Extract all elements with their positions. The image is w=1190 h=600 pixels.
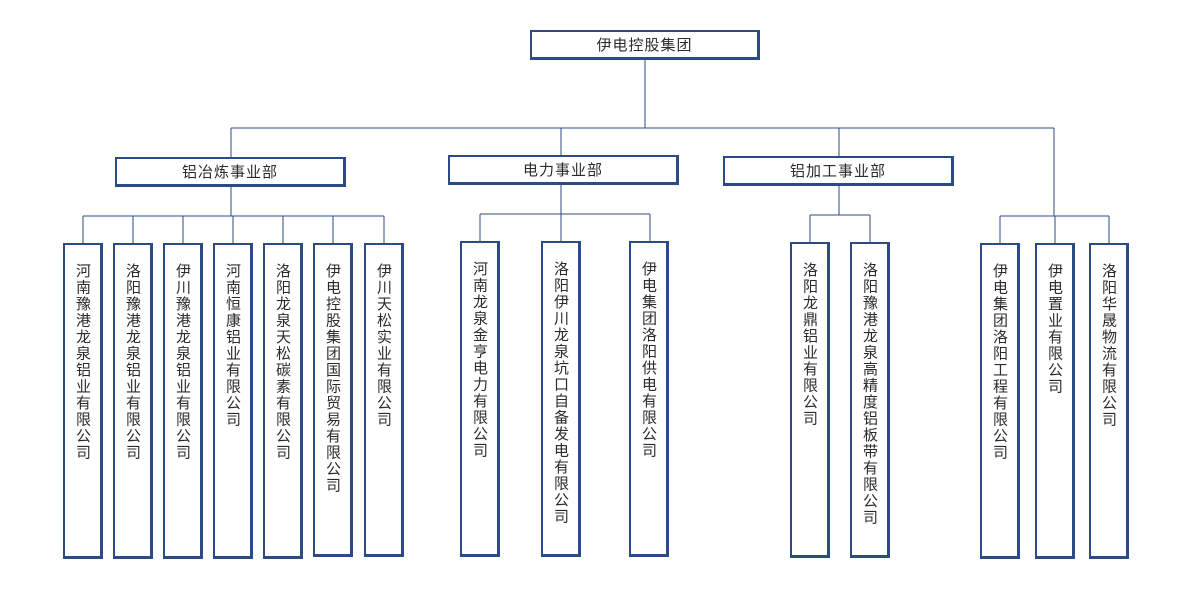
- company-label: 洛阳豫港龙泉高精度铝板带有限公司: [861, 262, 879, 526]
- company-node: 洛阳伊川龙泉坑口自备发电有限公司: [541, 241, 581, 557]
- company-node: 河南恒康铝业有限公司: [213, 243, 253, 559]
- company-label: 河南龙泉金亨电力有限公司: [471, 261, 489, 459]
- company-node: 伊川豫港龙泉铝业有限公司: [163, 243, 203, 559]
- company-node: 洛阳龙鼎铝业有限公司: [790, 242, 830, 558]
- company-label: 洛阳伊川龙泉坑口自备发电有限公司: [552, 261, 570, 525]
- company-node: 伊电集团洛阳工程有限公司: [980, 243, 1020, 559]
- company-label: 伊电集团洛阳工程有限公司: [991, 263, 1009, 461]
- company-label: 洛阳龙泉天松碳素有限公司: [274, 263, 292, 461]
- company-node: 洛阳豫港龙泉高精度铝板带有限公司: [850, 242, 890, 558]
- company-label: 洛阳豫港龙泉铝业有限公司: [124, 263, 142, 461]
- company-node: 河南豫港龙泉铝业有限公司: [63, 243, 103, 559]
- division-label: 铝加工事业部: [789, 162, 886, 180]
- company-label: 伊川豫港龙泉铝业有限公司: [174, 263, 192, 461]
- company-node: 伊电置业有限公司: [1035, 243, 1075, 559]
- division-label: 电力事业部: [522, 161, 603, 179]
- division-node-processing: 铝加工事业部: [723, 156, 954, 186]
- company-label: 伊川天松实业有限公司: [375, 263, 393, 428]
- company-label: 伊电集团洛阳供电有限公司: [640, 261, 658, 459]
- company-node: 洛阳豫港龙泉铝业有限公司: [113, 243, 153, 559]
- division-node-smelting: 铝冶炼事业部: [115, 157, 346, 187]
- division-node-power: 电力事业部: [448, 155, 679, 185]
- company-label: 河南豫港龙泉铝业有限公司: [74, 263, 92, 461]
- root-node: 伊电控股集团: [530, 30, 760, 60]
- company-label: 洛阳华晟物流有限公司: [1100, 263, 1118, 428]
- company-node: 河南龙泉金亨电力有限公司: [460, 241, 500, 557]
- company-node: 洛阳龙泉天松碳素有限公司: [263, 243, 303, 559]
- company-label: 河南恒康铝业有限公司: [224, 263, 242, 428]
- company-label: 伊电控股集团国际贸易有限公司: [324, 263, 342, 494]
- division-label: 铝冶炼事业部: [181, 163, 278, 181]
- company-node: 洛阳华晟物流有限公司: [1089, 243, 1129, 559]
- company-label: 伊电置业有限公司: [1046, 263, 1064, 395]
- company-node: 伊川天松实业有限公司: [364, 243, 404, 557]
- company-label: 洛阳龙鼎铝业有限公司: [801, 262, 819, 427]
- root-label: 伊电控股集团: [596, 36, 693, 54]
- company-node: 伊电集团洛阳供电有限公司: [629, 241, 669, 557]
- company-node: 伊电控股集团国际贸易有限公司: [313, 243, 353, 557]
